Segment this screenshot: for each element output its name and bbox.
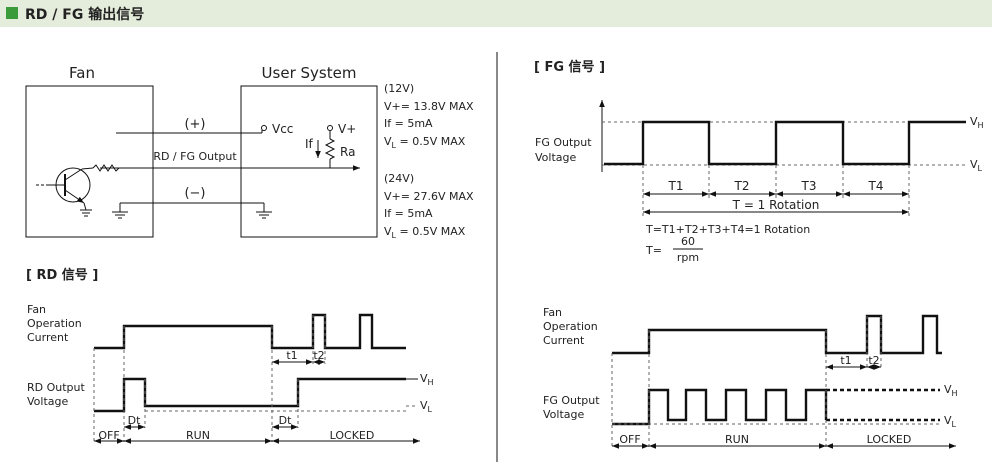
svg-text:V+= 27.6V MAX: V+= 27.6V MAX — [384, 190, 474, 203]
minus-label: (−) — [184, 186, 205, 201]
fg-vh-label: VH — [970, 115, 984, 130]
svg-text:Current: Current — [543, 334, 585, 347]
svg-text:Voltage: Voltage — [535, 151, 576, 164]
fg-voltage-waveform — [612, 388, 828, 426]
if-label: If — [305, 137, 314, 151]
svg-text:VL = 0.5V MAX: VL = 0.5V MAX — [384, 135, 466, 150]
rd-vh-label: VH — [420, 372, 434, 387]
section-title: RD / FG 输出信号 — [25, 7, 145, 23]
base-resistor — [92, 164, 120, 172]
rotation-label: T = 1 Rotation — [732, 198, 820, 212]
svg-text:V+= 13.8V MAX: V+= 13.8V MAX — [384, 100, 474, 113]
svg-text:T4: T4 — [868, 179, 884, 193]
rd-timing-diagram: [ RD 信号 ] Fan Operation Current RD Outpu… — [26, 267, 434, 444]
fg-timing-diagram: [ FG 信号 ] FG Output Voltage VH VL T1 T2 … — [534, 59, 984, 449]
svg-text:RD Output: RD Output — [27, 381, 86, 394]
svg-text:LOCKED: LOCKED — [330, 429, 375, 442]
fan-label: Fan — [69, 64, 95, 82]
formula-1: T=T1+T2+T3+T4=1 Rotation — [645, 223, 810, 236]
spec-24v: (24V) V+= 27.6V MAX If = 5mA VL = 0.5V M… — [384, 172, 474, 240]
svg-text:OFF: OFF — [619, 433, 640, 446]
svg-text:t2: t2 — [868, 354, 879, 367]
svg-text:Operation: Operation — [543, 320, 598, 333]
fg-title: [ FG 信号 ] — [534, 59, 605, 75]
svg-text:T1: T1 — [668, 179, 684, 193]
vplus-label: V+ — [338, 122, 356, 136]
svg-text:Dt: Dt — [128, 414, 141, 427]
svg-text:(24V): (24V) — [384, 172, 414, 185]
svg-text:FG Output: FG Output — [535, 136, 592, 149]
svg-text:rpm: rpm — [677, 251, 699, 264]
user-system-label: User System — [262, 64, 357, 82]
svg-text:VL: VL — [944, 414, 957, 429]
fan-box — [25, 85, 154, 238]
svg-text:FG Output: FG Output — [543, 394, 600, 407]
svg-text:Voltage: Voltage — [543, 408, 584, 421]
fg-current-waveform — [612, 314, 942, 355]
svg-text:t2: t2 — [313, 349, 324, 362]
svg-text:If = 5mA: If = 5mA — [384, 117, 433, 130]
section-header: RD / FG 输出信号 — [0, 0, 992, 27]
svg-text:t1: t1 — [840, 354, 851, 367]
svg-text:OFF: OFF — [98, 429, 119, 442]
header-square-icon — [6, 7, 18, 19]
ra-label: Ra — [340, 145, 355, 159]
svg-text:Fan: Fan — [27, 303, 46, 316]
vcc-label: Vcc — [272, 122, 293, 136]
user-system-box — [240, 85, 378, 238]
svg-text:RUN: RUN — [725, 433, 749, 446]
svg-text:t1: t1 — [286, 349, 297, 362]
svg-text:Voltage: Voltage — [27, 395, 68, 408]
vcc-terminal — [261, 125, 267, 131]
rd-current-waveform — [94, 313, 406, 350]
fg-output-waveform — [604, 120, 966, 166]
svg-text:RUN: RUN — [186, 429, 210, 442]
svg-text:LOCKED: LOCKED — [867, 433, 912, 446]
circuit-diagram: Fan User System (+) Vcc V+ Ra If RD / FG… — [25, 64, 474, 240]
svg-text:If = 5mA: If = 5mA — [384, 207, 433, 220]
svg-text:VH: VH — [944, 383, 958, 398]
ra-resistor — [324, 138, 336, 160]
spec-12v: (12V) V+= 13.8V MAX If = 5mA VL = 0.5V M… — [384, 82, 474, 150]
formula-2: T= — [645, 244, 662, 257]
svg-text:(12V): (12V) — [384, 82, 414, 95]
svg-text:T3: T3 — [801, 179, 817, 193]
signal-label: RD / FG Output — [153, 150, 237, 163]
svg-text:Fan: Fan — [543, 306, 562, 319]
rd-voltage-waveform — [94, 377, 406, 413]
rd-vl-label: VL — [420, 399, 433, 414]
svg-text:60: 60 — [681, 235, 695, 248]
vplus-terminal — [327, 125, 333, 131]
svg-text:Dt: Dt — [279, 414, 292, 427]
plus-label: (+) — [184, 117, 205, 132]
svg-text:Current: Current — [27, 331, 69, 344]
fg-vl-label: VL — [970, 158, 983, 173]
svg-text:Operation: Operation — [27, 317, 82, 330]
rd-title: [ RD 信号 ] — [26, 267, 98, 283]
svg-text:T2: T2 — [734, 179, 750, 193]
svg-text:VL = 0.5V MAX: VL = 0.5V MAX — [384, 225, 466, 240]
